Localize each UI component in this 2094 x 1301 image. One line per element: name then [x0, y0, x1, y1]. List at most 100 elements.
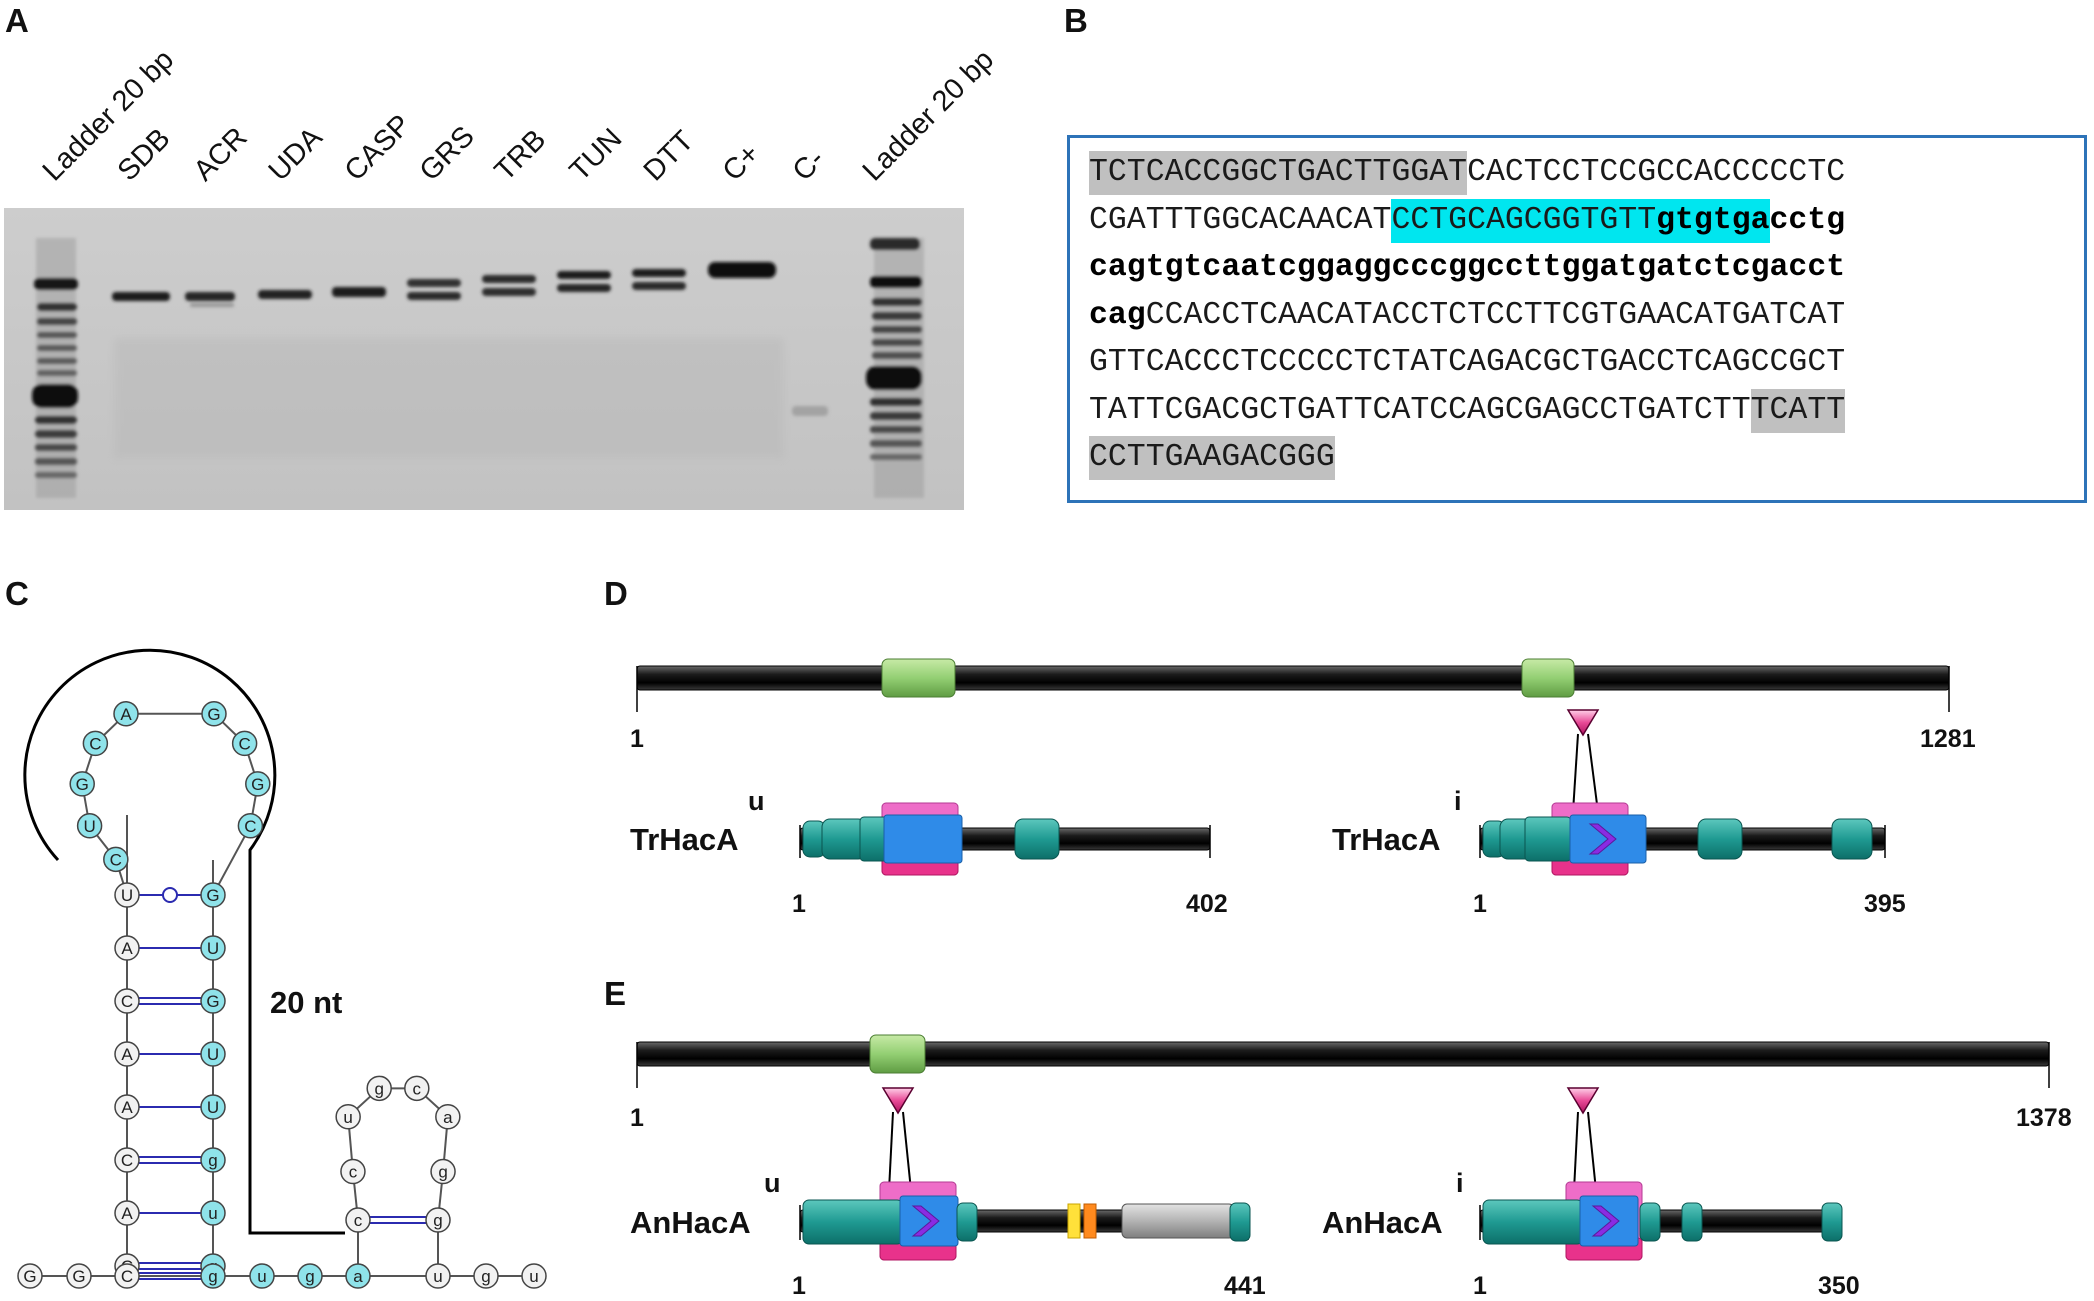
svg-text:u: u — [529, 1267, 538, 1286]
svg-text:U: U — [207, 1098, 219, 1117]
nucleotide: g — [200, 1147, 226, 1173]
trhaca-i-name: TrHacA — [1332, 822, 1441, 857]
rna-secondary-structure: CUGCAGCGCUGAUCGAUAUCgAuCgGGCgugaugucgcug… — [17, 648, 547, 1289]
svg-text:A: A — [121, 939, 133, 958]
exon-segment: CCACCTCAACATACCTCTCCTTCGTGAACATGATCAT — [1145, 297, 1846, 333]
anhaca-u-end: 441 — [1224, 1272, 1266, 1300]
svg-text:U: U — [207, 1045, 219, 1064]
nucleotide: C — [103, 846, 129, 873]
exon-segment: CGATTTGGCACAACAT — [1089, 202, 1392, 238]
svg-text:g: g — [481, 1267, 490, 1286]
wobble-pair-marker — [162, 887, 178, 903]
sequence-line: CGATTTGGCACAACATCCTGCAGCGGTGTTgtgtgacctg — [1089, 198, 1846, 243]
nucleotide: g — [297, 1263, 323, 1289]
primer-segment: TCTCACCGGCTGACTTGGAT — [1089, 151, 1468, 195]
trhaca-u-superscript: u — [748, 786, 765, 816]
nucleotide: c — [404, 1075, 430, 1102]
svg-text:U: U — [207, 939, 219, 958]
svg-text:c: c — [349, 1163, 358, 1182]
sequence-line: TATTCGACGCTGATTCATCCAGCGAGCCTGATCTTTCATT — [1089, 388, 1846, 433]
lane-label-ladder-left: Ladder 20 bp — [36, 43, 181, 188]
sequence-line: TCTCACCGGCTGACTTGGATCACTCCTCCGCCACCCCCTC — [1089, 151, 1845, 195]
svg-text:C: C — [244, 817, 256, 836]
nucleotide: c — [340, 1158, 366, 1185]
trhaca-i-protein — [1479, 802, 1886, 876]
exon-segment: TATTCGACGCTGATTCATCCAGCGAGCCTGATCTT — [1089, 392, 1751, 428]
lane-label-casp: CASP — [338, 108, 418, 188]
nucleotide: G — [69, 771, 95, 797]
nucleotide: C — [82, 730, 109, 757]
svg-text:G: G — [206, 992, 219, 1011]
nucleotide: A — [114, 1200, 140, 1226]
panel-label-d: D — [604, 575, 628, 612]
anhaca-intron-region — [869, 1034, 926, 1074]
svg-text:u: u — [343, 1108, 352, 1127]
agarose-gel-image — [4, 208, 964, 510]
sequence-line: cagCCACCTCAACATACCTCTCCTTCGTGAACATGATCAT — [1089, 294, 1845, 338]
nucleotide: G — [201, 701, 227, 727]
nucleotide: u — [425, 1263, 451, 1289]
intron-segment: cagtgtcaatcggaggcccggccttggatgatctcgacct — [1089, 250, 1846, 285]
nucleotide: C — [114, 988, 140, 1014]
sequence-line: CCTTGAAGACGGG — [1089, 436, 1335, 480]
lane-label-grs: GRS — [413, 120, 481, 188]
svg-text:U: U — [83, 817, 95, 836]
anhaca-u-superscript: u — [764, 1168, 781, 1198]
nucleotide: u — [521, 1263, 547, 1289]
svg-text:u: u — [208, 1204, 217, 1223]
svg-text:C: C — [121, 992, 133, 1011]
nucleotide: g — [366, 1075, 392, 1102]
nucleotide: a — [435, 1104, 461, 1130]
nucleotide: U — [114, 882, 140, 908]
svg-text:A: A — [120, 705, 132, 724]
svg-text:G: G — [72, 1267, 85, 1286]
anhaca-u-start: 1 — [792, 1272, 806, 1300]
trhaca-u-protein — [799, 802, 1211, 876]
svg-text:g: g — [433, 1211, 442, 1230]
trhaca-u-end: 402 — [1186, 890, 1228, 918]
sample-bands — [112, 262, 828, 416]
nucleotide: U — [76, 813, 103, 839]
nucleotide: U — [200, 1041, 226, 1067]
panel-label-c: C — [5, 575, 29, 612]
trhaca-i-superscript: i — [1454, 786, 1462, 816]
nucleotide: A — [114, 1041, 140, 1067]
nucleotide: A — [113, 701, 139, 727]
nucleotide: g — [200, 1263, 226, 1289]
svg-text:A: A — [121, 1045, 133, 1064]
svg-text:g: g — [208, 1267, 217, 1286]
spacer-bracket — [23, 648, 345, 1235]
exon-segment: GTTCACCCTCCCCCTCTATCAGACGCTGACCTCAGCCGCT — [1089, 345, 1846, 380]
trhaca-u-start: 1 — [792, 890, 806, 918]
nucleotide: A — [114, 935, 140, 961]
nucleotide: U — [200, 935, 226, 961]
gene-maps — [636, 658, 2050, 1261]
svg-text:C: C — [89, 734, 101, 753]
nucleotide: a — [345, 1263, 371, 1289]
nucleotide: u — [335, 1104, 361, 1130]
lane-label-tun: TUN — [563, 122, 629, 188]
svg-text:g: g — [305, 1267, 314, 1286]
stem-loop-segment: CCTGCAGCGGTGTT — [1391, 198, 1657, 243]
anhaca-i-superscript: i — [1456, 1168, 1464, 1198]
trhaca-gene-end: 1281 — [1920, 725, 1976, 753]
anhaca-i-end: 350 — [1818, 1272, 1860, 1300]
svg-text:g: g — [374, 1079, 383, 1098]
nucleotide: g — [430, 1158, 456, 1185]
svg-text:G: G — [206, 886, 219, 905]
primer-segment: CCTTGAAGACGGG — [1089, 436, 1335, 480]
nucleotide: G — [66, 1263, 92, 1289]
trhaca-gene-start: 1 — [630, 725, 644, 753]
intron-segment: cag — [1089, 297, 1146, 333]
trhaca-intron-region-2 — [1521, 658, 1575, 698]
svg-text:g: g — [438, 1163, 447, 1182]
intron-segment: cctg — [1769, 202, 1846, 238]
trhaca-intron-region-1 — [881, 658, 956, 698]
trhaca-u-name: TrHacA — [630, 822, 739, 857]
nucleotide: C — [237, 813, 264, 839]
trhaca-i-end: 395 — [1864, 890, 1906, 918]
sequence-box: TCTCACCGGCTGACTTGGATCACTCCTCCGCCACCCCCTC… — [1067, 135, 2087, 503]
svg-text:C: C — [238, 734, 250, 753]
ladder-left — [32, 238, 78, 498]
anhaca-i-name: AnHacA — [1322, 1205, 1443, 1240]
